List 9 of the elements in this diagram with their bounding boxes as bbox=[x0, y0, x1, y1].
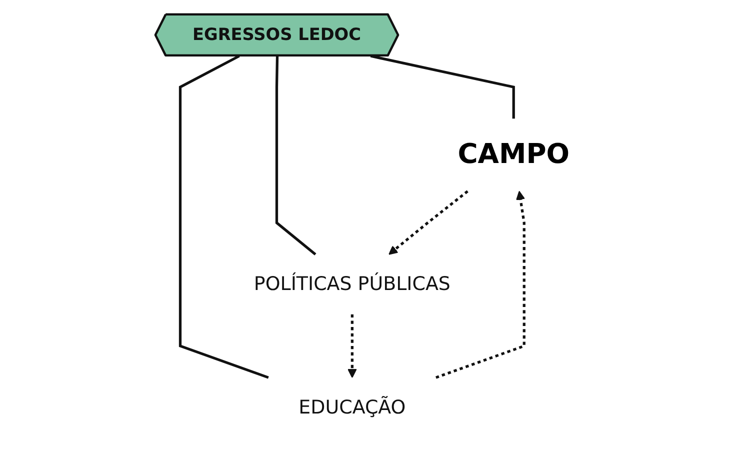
connector bbox=[275, 55, 316, 255]
connector bbox=[178, 54, 269, 378]
arrow bbox=[388, 190, 468, 254]
arrow bbox=[435, 190, 526, 378]
node-text: POLÍTICAS PÚBLICAS bbox=[254, 272, 450, 295]
connector bbox=[370, 54, 515, 118]
node-text: EDUCAÇÃO bbox=[298, 396, 406, 418]
node-text: CAMPO bbox=[457, 138, 570, 170]
arrow bbox=[347, 314, 357, 378]
